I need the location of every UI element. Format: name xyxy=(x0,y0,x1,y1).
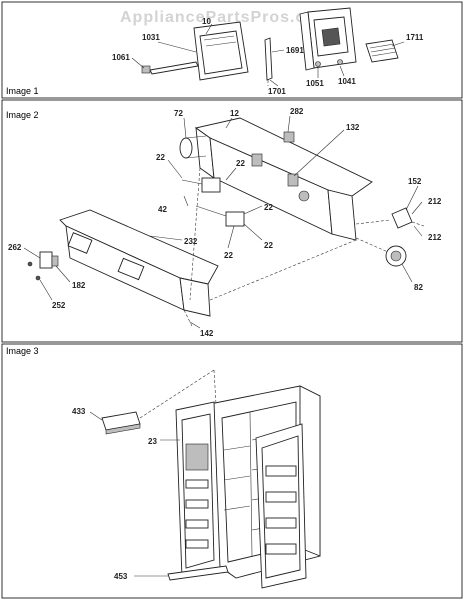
section-title-image3: Image 3 xyxy=(6,346,39,356)
callout-132: 132 xyxy=(346,123,360,132)
cylinder-part xyxy=(179,137,193,159)
switch-part xyxy=(201,177,221,193)
callout-1711: 1711 xyxy=(406,33,424,42)
callout-282: 282 xyxy=(290,107,304,116)
image3-parts: 433 23 453 xyxy=(72,369,321,589)
callout-72: 72 xyxy=(174,109,183,118)
section-frame-image3 xyxy=(1,343,463,599)
callout-22-d: 22 xyxy=(264,241,273,250)
callout-22-a: 22 xyxy=(156,153,165,162)
callout-433: 433 xyxy=(72,407,86,416)
watermark: AppliancePartsPros.com xyxy=(120,9,331,26)
image2-parts: 72 12 282 132 22 22 42 22 22 22 152 212 … xyxy=(8,107,442,338)
callout-142: 142 xyxy=(200,329,214,338)
clip-part xyxy=(141,65,151,74)
callout-22-e: 22 xyxy=(224,251,233,260)
callout-262: 262 xyxy=(8,243,22,252)
callout-82: 82 xyxy=(414,283,423,292)
grille-part xyxy=(365,39,399,63)
callout-152: 152 xyxy=(408,177,422,186)
callout-1701: 1701 xyxy=(268,87,286,96)
rod-part xyxy=(149,61,199,75)
knob-part xyxy=(283,131,295,143)
callout-1051: 1051 xyxy=(306,79,324,88)
section-frame-image1 xyxy=(1,1,463,99)
callout-22-c: 22 xyxy=(264,203,273,212)
callout-22-b: 22 xyxy=(236,159,245,168)
callout-12: 12 xyxy=(230,109,239,118)
callout-182: 182 xyxy=(72,281,86,290)
bar-part xyxy=(264,37,273,81)
callout-1691: 1691 xyxy=(286,46,304,55)
callout-212-a: 212 xyxy=(428,197,442,206)
callout-1031: 1031 xyxy=(142,33,160,42)
callout-1041: 1041 xyxy=(338,77,356,86)
small-block-part xyxy=(39,251,53,269)
image1-parts: 1031 1061 1691 1701 1711 1051 1041 10 xyxy=(112,7,424,96)
callout-10: 10 xyxy=(202,17,211,26)
callout-453: 453 xyxy=(114,572,128,581)
callout-1061: 1061 xyxy=(112,53,130,62)
callout-232: 232 xyxy=(184,237,198,246)
callout-42: 42 xyxy=(158,205,167,214)
callout-212-b: 212 xyxy=(428,233,442,242)
section-title-image1: Image 1 xyxy=(6,86,39,96)
cap-part xyxy=(391,207,413,229)
section-frame-image2 xyxy=(1,99,463,343)
callout-23: 23 xyxy=(148,437,157,446)
callout-252: 252 xyxy=(52,301,66,310)
section-title-image2: Image 2 xyxy=(6,110,39,120)
